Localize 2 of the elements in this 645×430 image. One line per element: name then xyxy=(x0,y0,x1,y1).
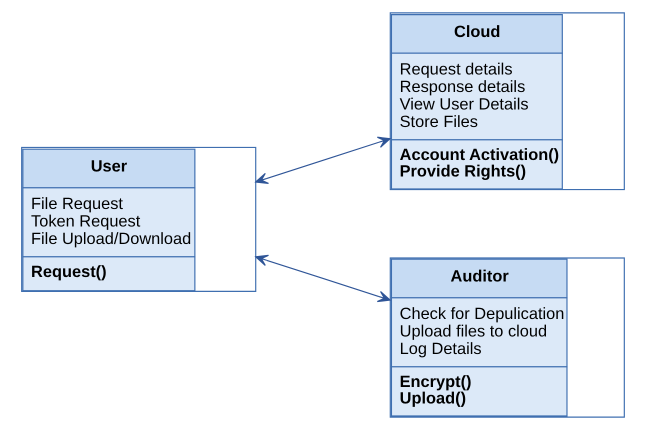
arrow xyxy=(254,254,390,302)
arrow xyxy=(254,136,390,184)
